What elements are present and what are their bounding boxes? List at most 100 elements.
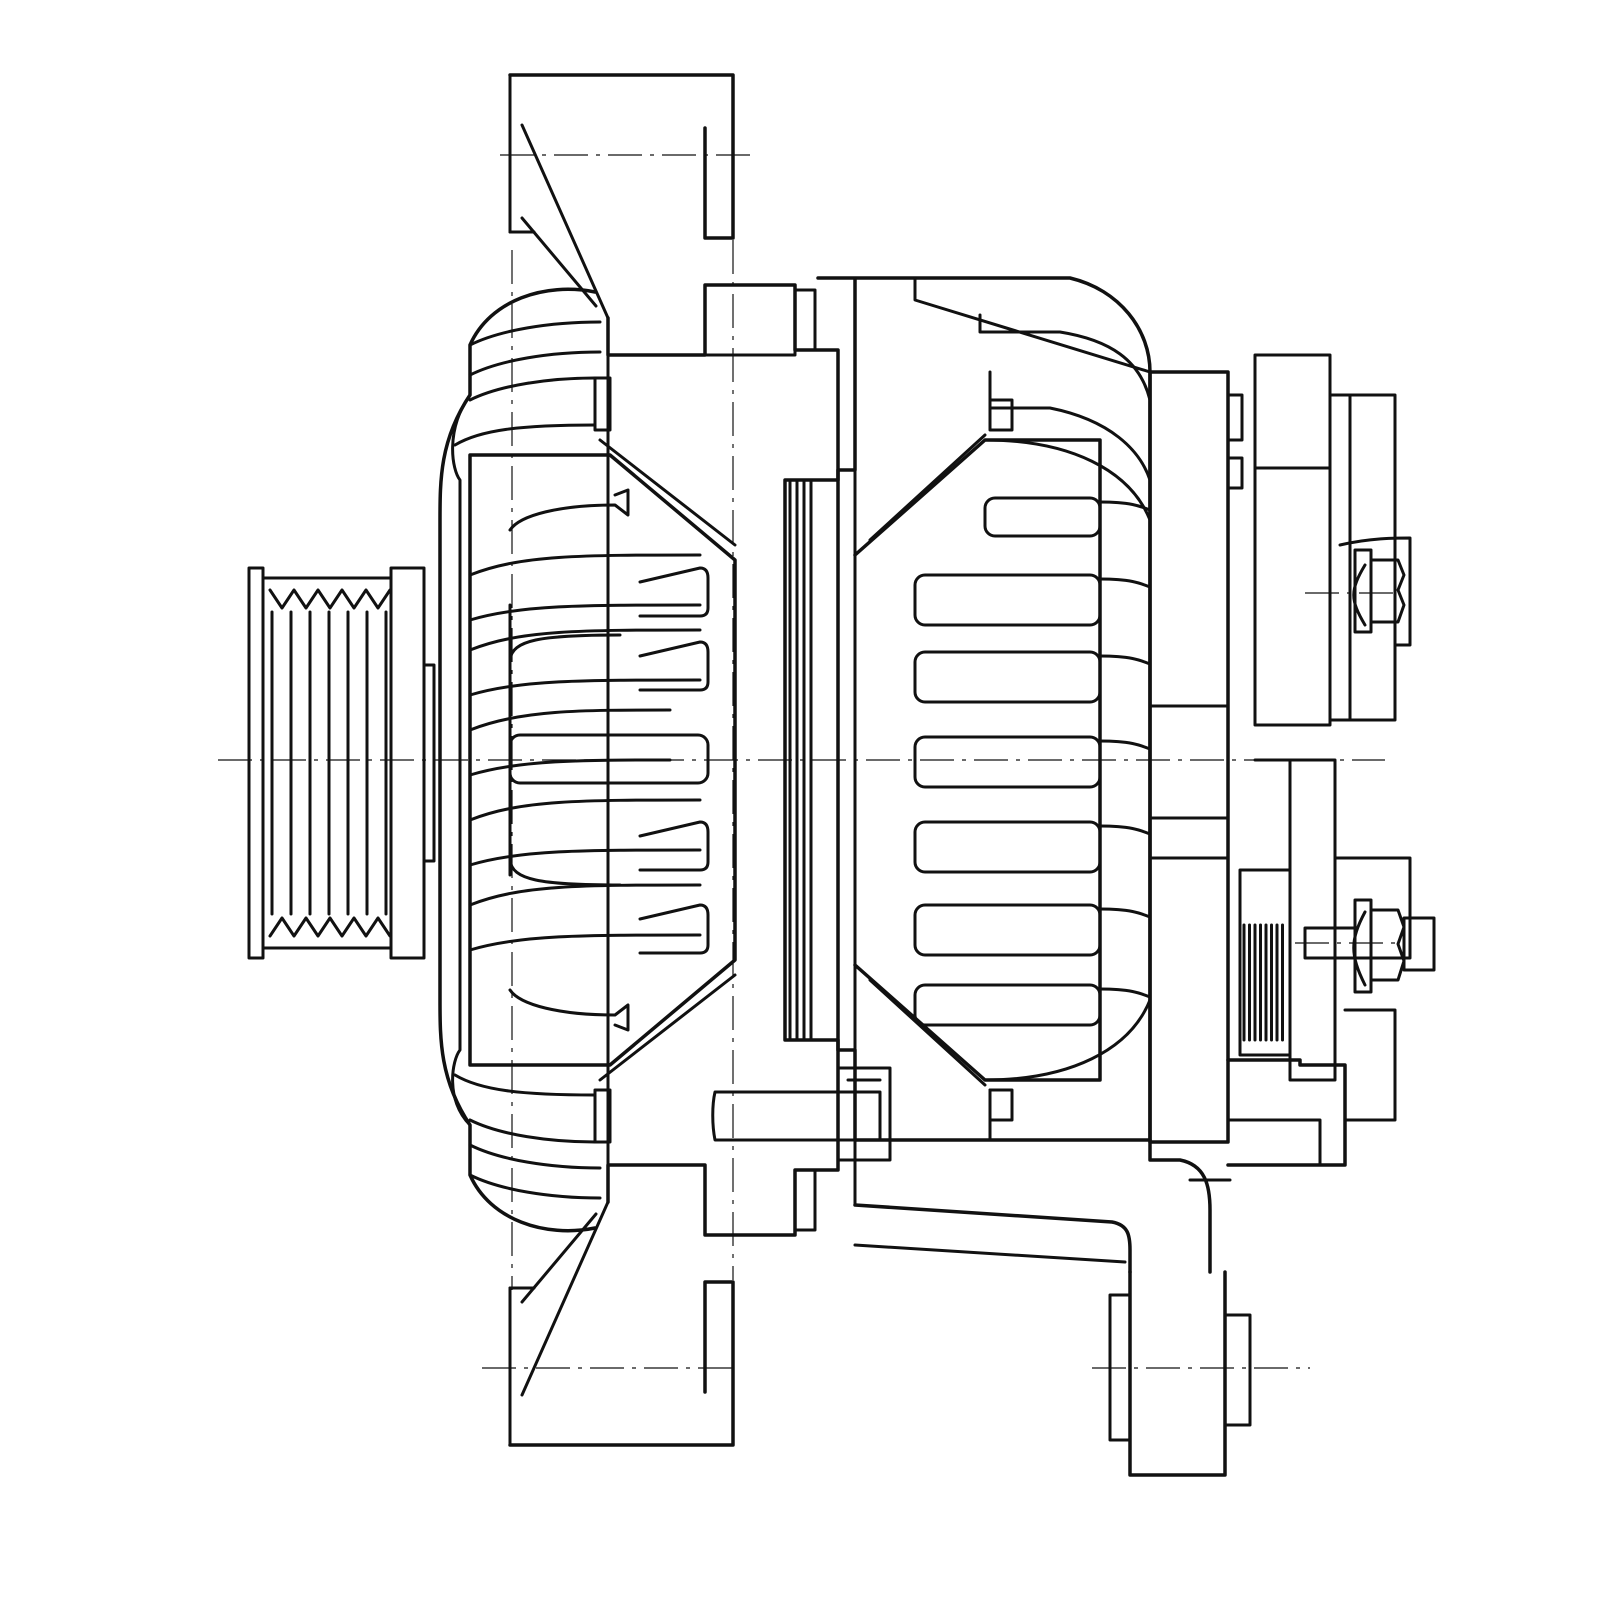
lower-mount-ear (508, 1280, 735, 1447)
fan-blade (468, 1173, 602, 1200)
rear-rotor-slot (913, 903, 1102, 957)
pulley (247, 566, 436, 960)
bearing-ring-lower (793, 1168, 817, 1232)
front-rotor-rib (468, 553, 702, 577)
front-rotor-slot (638, 566, 710, 618)
claw-hook-upper (508, 488, 630, 532)
fan-blade (453, 423, 597, 447)
rear-rotor-rib (1098, 739, 1152, 751)
fan-blade (468, 1143, 602, 1170)
rear-screw-upper (988, 398, 1014, 432)
front-rotor-rib (468, 883, 702, 907)
fan-blade (453, 1073, 597, 1097)
rear-rotor-slot (913, 983, 1102, 1027)
rear-housing (816, 276, 1252, 1477)
rear-housing-diagonal (913, 276, 1152, 374)
rear-rotor-rib (1098, 987, 1152, 999)
rear-bracket-post (1148, 1138, 1212, 1274)
front-housing (508, 73, 892, 1447)
rear-frame (1226, 1058, 1347, 1167)
front-rotor-slot (638, 903, 710, 955)
front-fan-outer-contour (438, 287, 597, 1233)
upper-ear-diagonal-2 (520, 216, 598, 308)
rear-rotor-slot (913, 820, 1102, 874)
rear-rotor-rib (1098, 577, 1152, 589)
rear-rotor-slots (913, 496, 1152, 1027)
fan-blade (468, 376, 597, 402)
diode-pack (1238, 868, 1292, 1057)
front-rotor-rib (468, 678, 702, 697)
upper-nut-chamfer (1352, 563, 1367, 627)
fan-blade (468, 1118, 597, 1144)
fan-edge-upper (593, 376, 612, 432)
front-rotor-rib (468, 848, 702, 867)
rotor-bevel-upper (598, 438, 737, 547)
pulley-body (261, 576, 393, 950)
rear-rotor-rib (1098, 500, 1152, 512)
rear-rotor-bevel-upper (868, 433, 987, 542)
rear-rotor-slot (913, 573, 1102, 627)
upper-terminal-nut (1352, 548, 1406, 634)
rear-rotor-slot (983, 496, 1102, 538)
front-rotor-rib (468, 933, 702, 952)
rear-cooling-rib (978, 313, 1152, 402)
lower-terminal-nut (1352, 898, 1436, 994)
rear-rotor-slot (913, 735, 1102, 789)
rear-lug-washer-right (1223, 1313, 1252, 1427)
lower-nut-cap (1402, 916, 1436, 972)
rear-mount-arm (853, 1203, 1132, 1274)
rear-rotor-dome-bottom (983, 998, 1152, 1082)
bolt-head (836, 1066, 892, 1162)
rear-screw-lower (988, 1088, 1014, 1122)
pulley-grooves-bottom (268, 916, 392, 938)
fan-blade (468, 320, 602, 347)
claw-curve-2 (508, 858, 622, 887)
rear-frame-step (1343, 1008, 1397, 1122)
pulley-hub-flange (389, 566, 426, 960)
rear-rotor-rib (1098, 824, 1152, 836)
front-rotor-slot (638, 820, 710, 872)
fan-edge-lower (593, 1088, 612, 1144)
pulley-groove-lines (270, 610, 388, 916)
housing-upper-boss (703, 283, 797, 357)
rear-rotor-dome-top (983, 438, 1152, 522)
upper-nut-hex (1369, 558, 1406, 624)
rectifier-tab (1226, 456, 1244, 490)
front-fan (438, 287, 737, 1233)
rectifier-plate (1148, 370, 1230, 1144)
through-bolt (711, 1090, 882, 1142)
regulator-cover (1328, 393, 1397, 722)
lower-nut-hex (1369, 908, 1406, 982)
bearing-ring-upper (793, 288, 817, 352)
upper-mount-ear (508, 73, 735, 240)
rotor-bevel-lower (598, 973, 737, 1082)
rear-mount-arm-lower (853, 1243, 1127, 1264)
claw-curve-1 (508, 633, 622, 662)
rear-rotor-bevel-lower (868, 978, 987, 1087)
front-rotor-slots (468, 553, 710, 955)
pulley-grooves-top (268, 588, 392, 610)
front-rotor-rib (468, 708, 672, 732)
regulator-clip (1338, 536, 1412, 647)
fan-blade (468, 350, 602, 377)
pulley-hub-nose (422, 663, 436, 863)
pulley-outer-flange (247, 566, 265, 960)
upper-ear-diagonal-1 (520, 123, 610, 320)
diode-fins (1242, 923, 1284, 1042)
regulator-housing (1253, 353, 1332, 727)
rear-rotor-rib (1098, 654, 1152, 666)
rear-frame-inner (1226, 1118, 1322, 1167)
front-rotor-body (468, 453, 737, 1067)
terminal-block (1288, 758, 1337, 1082)
lower-ear-diagonal-2 (520, 1212, 598, 1304)
rear-rotor-rib (1098, 907, 1152, 919)
front-rotor-rib (468, 628, 702, 652)
front-rotor-rib (468, 758, 672, 777)
regulator-assembly (1148, 353, 1436, 1182)
rear-cooling-rib (988, 370, 1152, 482)
rectifier-tab (1226, 393, 1244, 442)
rear-mount-lug (1128, 1270, 1227, 1477)
rear-housing-outline (816, 276, 1152, 1142)
front-rotor-slot (638, 640, 710, 692)
front-fan-inner-contour (451, 393, 472, 1127)
